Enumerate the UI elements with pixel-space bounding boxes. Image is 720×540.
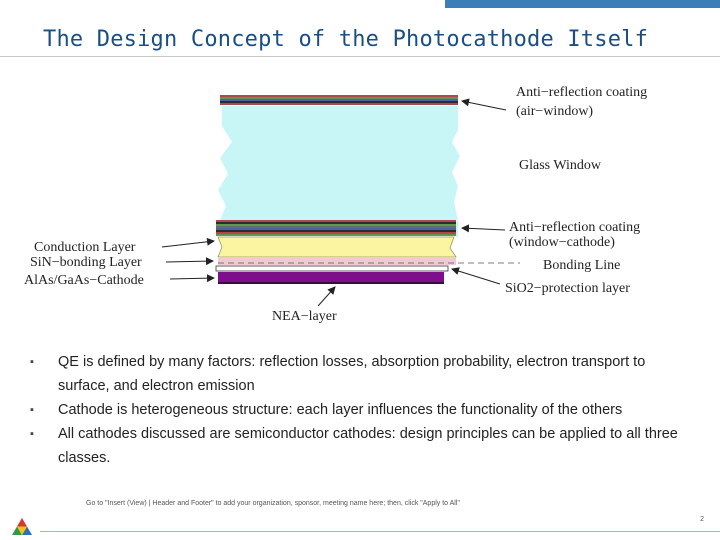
arrow-arc-air [461, 98, 507, 111]
arrow-sin [165, 257, 214, 266]
lower-arc-stripe-2 [216, 222, 456, 224]
bullet-square-icon: ▪ [30, 356, 34, 368]
top-arc-stripe-4 [220, 101, 458, 103]
bullet-item: ▪ All cathodes discussed are semiconducto… [30, 422, 680, 470]
photocathode-diagram-svg: Anti−reflection coating (air−window) Gla… [24, 85, 647, 324]
bullet-square-icon: ▪ [30, 428, 34, 440]
lower-arc-stripe-7 [216, 232, 456, 234]
label-nea: NEA−layer [272, 309, 337, 324]
lower-arc-stripe-4 [216, 226, 456, 228]
header-bar [0, 0, 720, 62]
label-sin-bonding: SiN−bonding Layer [30, 255, 142, 270]
lower-arc-stripe-3 [216, 224, 456, 226]
sio2-layer [215, 265, 449, 272]
top-arc-stripes [220, 95, 458, 105]
label-arc-cathode-1: Anti−reflection coating [509, 220, 640, 235]
lower-arc-stripe-6 [216, 230, 456, 232]
page-number: 2 [700, 516, 704, 523]
label-sio2: SiO2−protection layer [505, 281, 630, 296]
top-arc-stripe-1 [220, 95, 458, 97]
lower-arc-stripe-8 [216, 234, 456, 236]
footer-divider [40, 531, 720, 532]
sin-bonding-layer [218, 258, 456, 265]
label-arc-air-1: Anti−reflection coating [516, 85, 647, 100]
lower-arc-stripe-5 [216, 228, 456, 230]
bullet-list: ▪ QE is defined by many factors: reflecti… [30, 350, 680, 470]
photocathode-diagram: Anti−reflection coating (air−window) Gla… [0, 70, 720, 335]
cathode-layer [218, 272, 444, 282]
footer-note: Go to "Insert (View) | Header and Footer… [86, 500, 460, 507]
arrow-sio2 [451, 267, 501, 285]
label-bonding-line: Bonding Line [543, 258, 620, 273]
bullet-text: QE is defined by many factors: reflectio… [58, 354, 646, 394]
bullet-text: Cathode is heterogeneous structure: each… [58, 402, 623, 418]
label-conduction-layer: Conduction Layer [34, 240, 136, 255]
label-glass-window: Glass Window [519, 158, 602, 173]
bullet-item: ▪ Cathode is heterogeneous structure: eac… [30, 398, 680, 422]
bullet-text: All cathodes discussed are semiconductor… [58, 426, 678, 466]
arrow-nea [317, 286, 336, 307]
slide-title: The Design Concept of the Photocathode I… [43, 27, 649, 52]
nea-thin-layer [218, 282, 444, 284]
label-arrows [161, 98, 507, 307]
arrow-conduction [161, 237, 215, 248]
conduction-layer [217, 236, 457, 258]
bullet-square-icon: ▪ [30, 404, 34, 416]
bullet-item: ▪ QE is defined by many factors: reflecti… [30, 350, 680, 398]
top-arc-stripe-2 [220, 97, 458, 99]
glass-window-layer [218, 106, 460, 238]
label-arc-air-2: (air−window) [516, 104, 593, 119]
label-alas-gaas: AlAs/GaAs−Cathode [24, 273, 144, 288]
organization-logo-icon [12, 518, 32, 535]
arrow-cathode [169, 274, 215, 283]
top-arc-stripe-5 [220, 103, 458, 105]
header-divider [0, 56, 720, 57]
header-accent-band [445, 0, 720, 8]
top-arc-stripe-3 [220, 99, 458, 101]
label-arc-cathode-2: (window−cathode) [509, 235, 615, 250]
lower-arc-stripe-1 [216, 220, 456, 222]
arrow-arc-cathode [461, 224, 506, 233]
lower-arc-stripes [216, 220, 456, 236]
